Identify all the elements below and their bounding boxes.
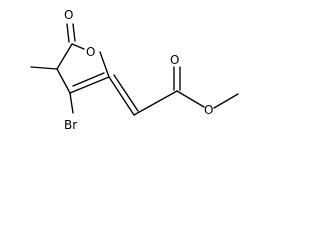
bond-layer bbox=[30, 23, 239, 116]
bond-ring-carbonyl-double-b bbox=[72, 23, 76, 42]
bond-ring-o-to-c5 bbox=[99, 51, 110, 78]
bond-ester-c-to-ester-o bbox=[176, 90, 205, 108]
atom-label-bromine: Br bbox=[64, 118, 77, 132]
bond-c3-to-c4 bbox=[56, 68, 71, 94]
bond-c4-to-bromine bbox=[69, 92, 74, 114]
bond-exocyclic-c-to-ester-c bbox=[133, 90, 178, 116]
bond-c4-to-c5-double bbox=[72, 72, 105, 87]
atom-label-ring-oxygen: O bbox=[86, 45, 95, 59]
bond-ester-o-to-methyl bbox=[213, 93, 239, 109]
atom-label-layer: O O Br O O bbox=[64, 8, 213, 132]
bond-ring-carbonyl-double-a bbox=[66, 23, 70, 43]
bond-carbonyl-c-to-ring-o bbox=[71, 43, 85, 50]
bond-carbonyl-c-to-c3 bbox=[56, 43, 73, 70]
bond-c5-to-exocyclic-c-double bbox=[113, 74, 139, 112]
structure-diagram: O O Br O O bbox=[30, 8, 239, 132]
bond-c5-to-exocyclic-c-single bbox=[108, 76, 135, 116]
atom-label-ester-carbonyl-oxygen: O bbox=[170, 53, 179, 67]
bond-c3-to-methyl bbox=[30, 66, 58, 70]
atom-label-ester-oxygen: O bbox=[204, 103, 213, 117]
bond-c4-to-c5-single bbox=[69, 76, 110, 94]
atom-label-ring-carbonyl-oxygen: O bbox=[64, 8, 73, 22]
